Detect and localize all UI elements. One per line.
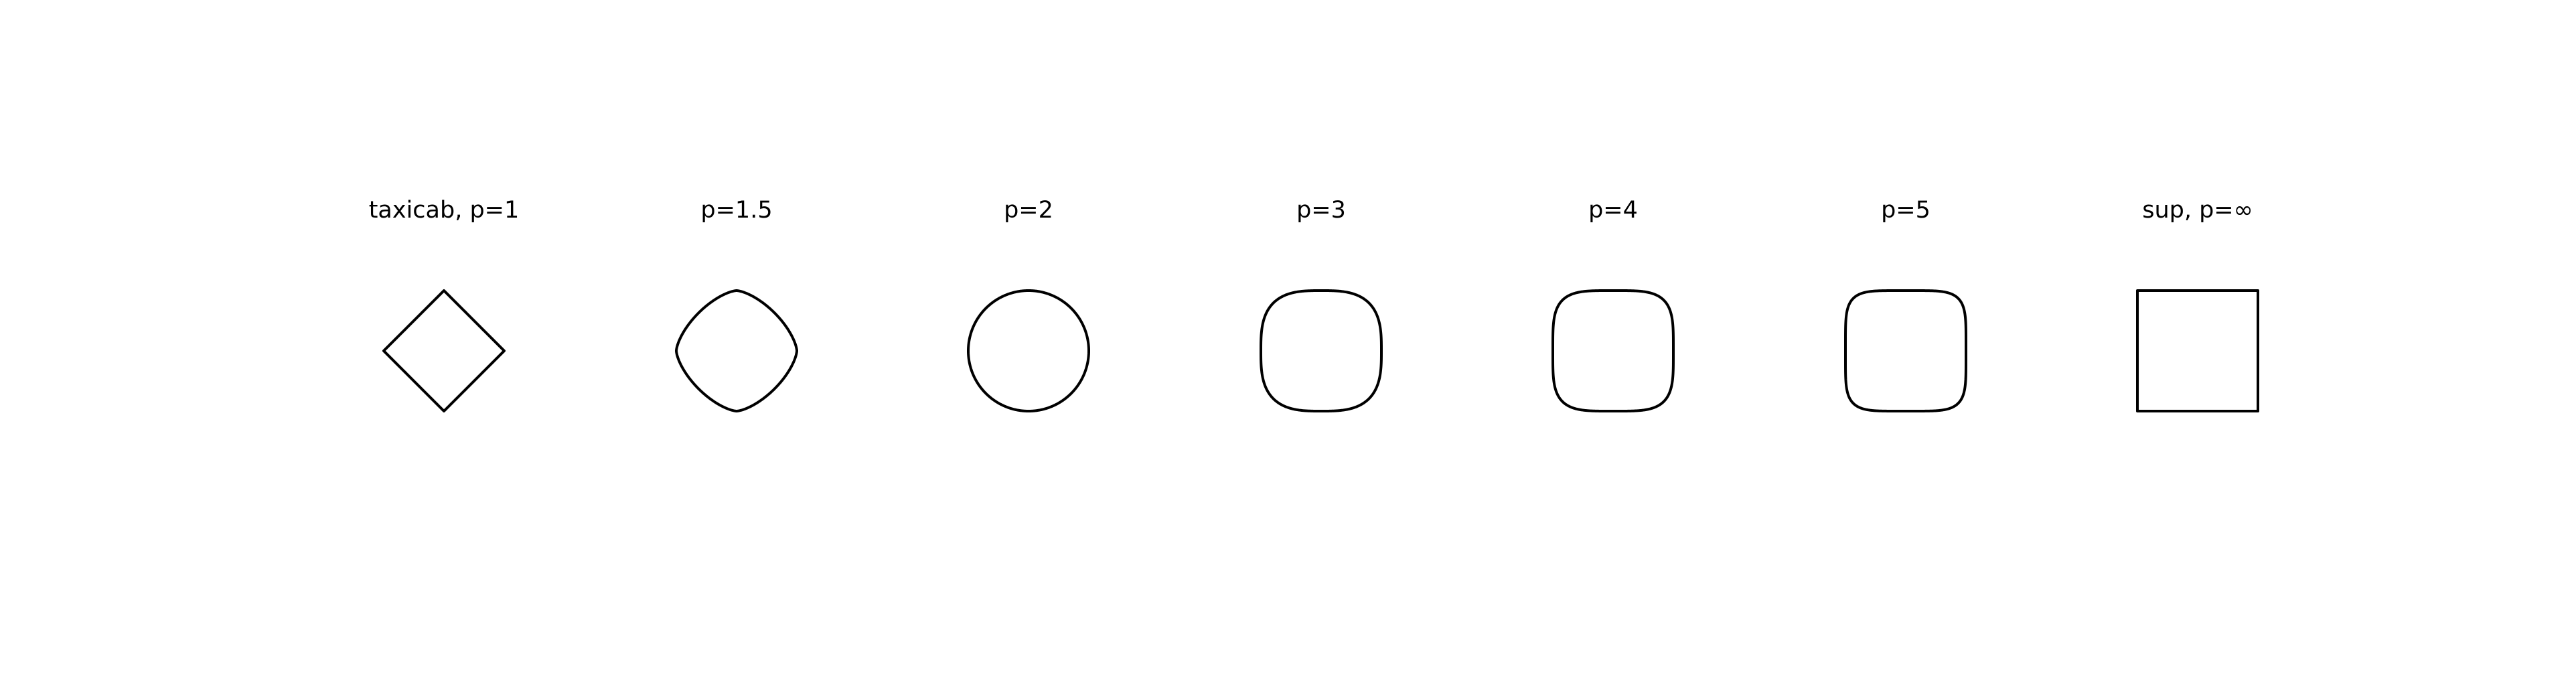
panel-sup: sup, p=∞ xyxy=(2136,197,2259,412)
panel-title: sup, p=∞ xyxy=(2142,197,2253,224)
unit-ball-shape xyxy=(967,289,1090,412)
panel-title: p=2 xyxy=(1004,197,1053,224)
unit-ball-shape xyxy=(382,289,506,412)
unit-ball-shape xyxy=(675,289,798,412)
unit-ball-shape xyxy=(1844,289,1967,412)
panel-title: p=4 xyxy=(1588,197,1638,224)
panel-p-4: p=4 xyxy=(1551,197,1675,412)
unit-ball-shape xyxy=(2136,289,2259,412)
panel-p-3: p=3 xyxy=(1260,197,1383,412)
panel-title: taxicab, p=1 xyxy=(369,197,520,224)
panel-title: p=3 xyxy=(1296,197,1346,224)
panel-p-1-5: p=1.5 xyxy=(675,197,798,412)
unit-ball-shape xyxy=(1551,289,1675,412)
panel-title: p=1.5 xyxy=(700,197,772,224)
panel-p-2: p=2 xyxy=(967,197,1090,412)
unit-ball-shape xyxy=(1260,289,1383,412)
panel-p-5: p=5 xyxy=(1844,197,1967,412)
panel-title: p=5 xyxy=(1881,197,1930,224)
panel-taxicab: taxicab, p=1 xyxy=(369,197,520,412)
